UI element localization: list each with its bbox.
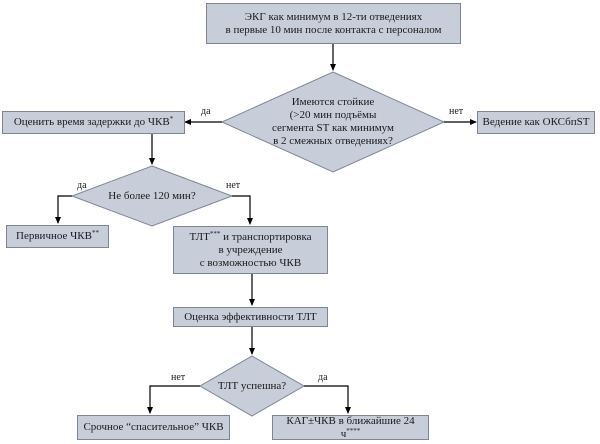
tlt-decision-diamond xyxy=(198,355,306,417)
footnote-mark: **** xyxy=(346,426,361,435)
ecg-box: ЭКГ как минимум в 12-ти отведениях в пер… xyxy=(206,3,461,44)
tlt-transport-line-3: с возможностью ЧКВ xyxy=(199,256,302,269)
estimate-delay-box: Оценить время задержки до ЧКВ* xyxy=(2,111,185,134)
st-decision-line-4: в 2 смежных отведениях? xyxy=(273,135,393,147)
time-decision-label: Не более 120 мин? xyxy=(108,189,196,202)
tlt-transport-line-2: в учреждение xyxy=(218,243,283,256)
footnote-mark: * xyxy=(169,115,174,123)
edge-label-tlt-no: нет xyxy=(171,372,186,383)
st-decision-line-1: Имеются стойкие xyxy=(291,96,375,108)
tlt-decision-label: ТЛТ успешна? xyxy=(217,379,287,392)
rescue-pci-label: Срочное “спасительное” ЧКВ xyxy=(83,421,224,433)
arrow-time-no xyxy=(232,195,253,225)
ecg-line-1: ЭКГ как минимум в 12-ти отведениях xyxy=(244,10,423,23)
edge-label-time-no: нет xyxy=(226,180,241,191)
cag-pci-box: КАГ±ЧКВ в ближайшие 24 ч**** xyxy=(272,415,429,440)
st-decision-line-2: (>20 мин подъёмы xyxy=(289,109,377,121)
edge-label-time-yes: да xyxy=(77,180,87,191)
rescue-pci-box: Срочное “спасительное” ЧКВ xyxy=(77,415,230,440)
edge-label-tlt-yes: да xyxy=(318,372,328,383)
cag-pci-label: КАГ±ЧКВ в ближайшие 24 ч**** xyxy=(286,414,415,440)
primary-pci-box: Первичное ЧКВ** xyxy=(6,225,109,248)
nstemi-box: Ведение как ОКСбпST xyxy=(477,111,595,134)
time-decision-text: Не более 120 мин? xyxy=(102,188,202,204)
edge-label-st-no: нет xyxy=(449,106,464,117)
tlt-transport-box: ТЛТ*** и транспортировка в учреждение с … xyxy=(173,226,328,274)
estimate-delay-label: Оценить время задержки до ЧКВ* xyxy=(13,115,174,129)
time-decision-diamond xyxy=(70,165,234,227)
tlt-eval-label: Оценка эффективности ТЛТ xyxy=(184,310,317,323)
arrow-tlt-yes xyxy=(304,385,351,414)
st-decision-line-3: сегмента ST как минимум xyxy=(271,122,394,134)
footnote-mark: ** xyxy=(91,229,99,237)
arrow-tlt-no xyxy=(147,385,200,414)
arrow-time-yes xyxy=(55,195,72,224)
edge-label-st-yes: да xyxy=(201,106,211,117)
ecg-line-2: в первые 10 мин после контакта с персона… xyxy=(225,23,442,36)
tlt-decision-text: ТЛТ успешна? xyxy=(212,378,292,394)
footnote-mark: *** xyxy=(209,229,221,238)
tlt-eval-box: Оценка эффективности ТЛТ xyxy=(173,307,328,327)
tlt-transport-line-1: ТЛТ*** и транспортировка xyxy=(189,229,312,243)
st-decision-diamond xyxy=(220,71,446,173)
st-decision-text: Имеются стойкие (>20 мин подъёмы сегмент… xyxy=(262,95,404,149)
primary-pci-label: Первичное ЧКВ** xyxy=(16,229,99,243)
nstemi-label: Ведение как ОКСбпST xyxy=(482,116,590,128)
